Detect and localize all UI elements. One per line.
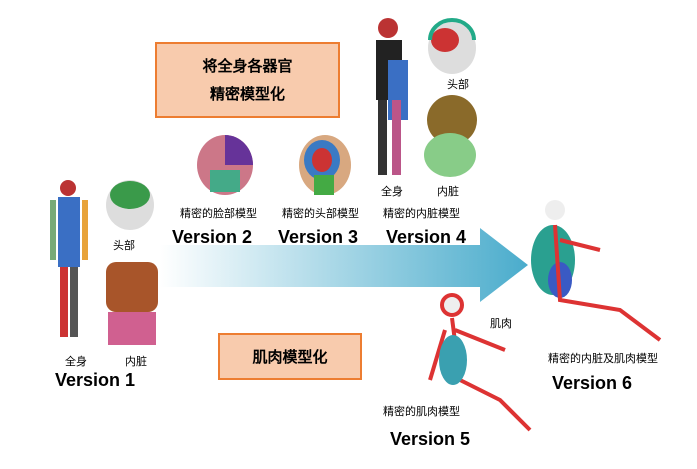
v4-head-label: 头部 [447,78,469,91]
v3-version: Version 3 [278,227,359,247]
v4-organs-label: 内脏 [437,185,459,198]
v5-muscle-model [428,293,532,432]
muscle-model-box: 肌肉模型化 [218,333,362,380]
v1-head-label: 头部 [113,239,135,252]
v5-caption: 精密的肌肉模型 [383,405,460,418]
v4-organ-model [424,95,477,177]
box-line-2: 精密模型化 [209,85,285,103]
v4-version: Version 4 [386,227,467,247]
box-line-1: 将全身各器官 [202,57,293,75]
v3-head-model [299,135,351,195]
v1-organ-model [106,262,158,345]
progress-arrow [160,228,528,302]
v5-muscle-label: 肌肉 [490,317,512,330]
v1-organs-label: 内脏 [125,355,147,368]
v2-version: Version 2 [172,227,253,247]
v3-caption: 精密的头部模型 [282,207,359,220]
v1-version: Version 1 [55,370,136,390]
v4-body-model [376,18,408,175]
v4-body-label: 全身 [381,185,403,198]
v6-version: Version 6 [552,373,633,393]
full-body-precision-box: 将全身各器官精密模型化 [155,42,340,118]
v2-caption: 精密的脸部模型 [180,207,257,220]
v4-head-model [428,18,476,74]
box-label: 肌肉模型化 [252,347,328,366]
v4-caption: 精密的内脏模型 [383,207,460,220]
v5-version: Version 5 [390,429,471,449]
v2-face-model [197,135,253,195]
v1-body-label: 全身 [65,355,87,368]
v1-body-model [50,180,88,337]
v1-head-model [106,180,154,230]
v6-caption: 精密的内脏及肌肉模型 [548,352,658,365]
v6-organ-muscle-model [531,200,662,342]
